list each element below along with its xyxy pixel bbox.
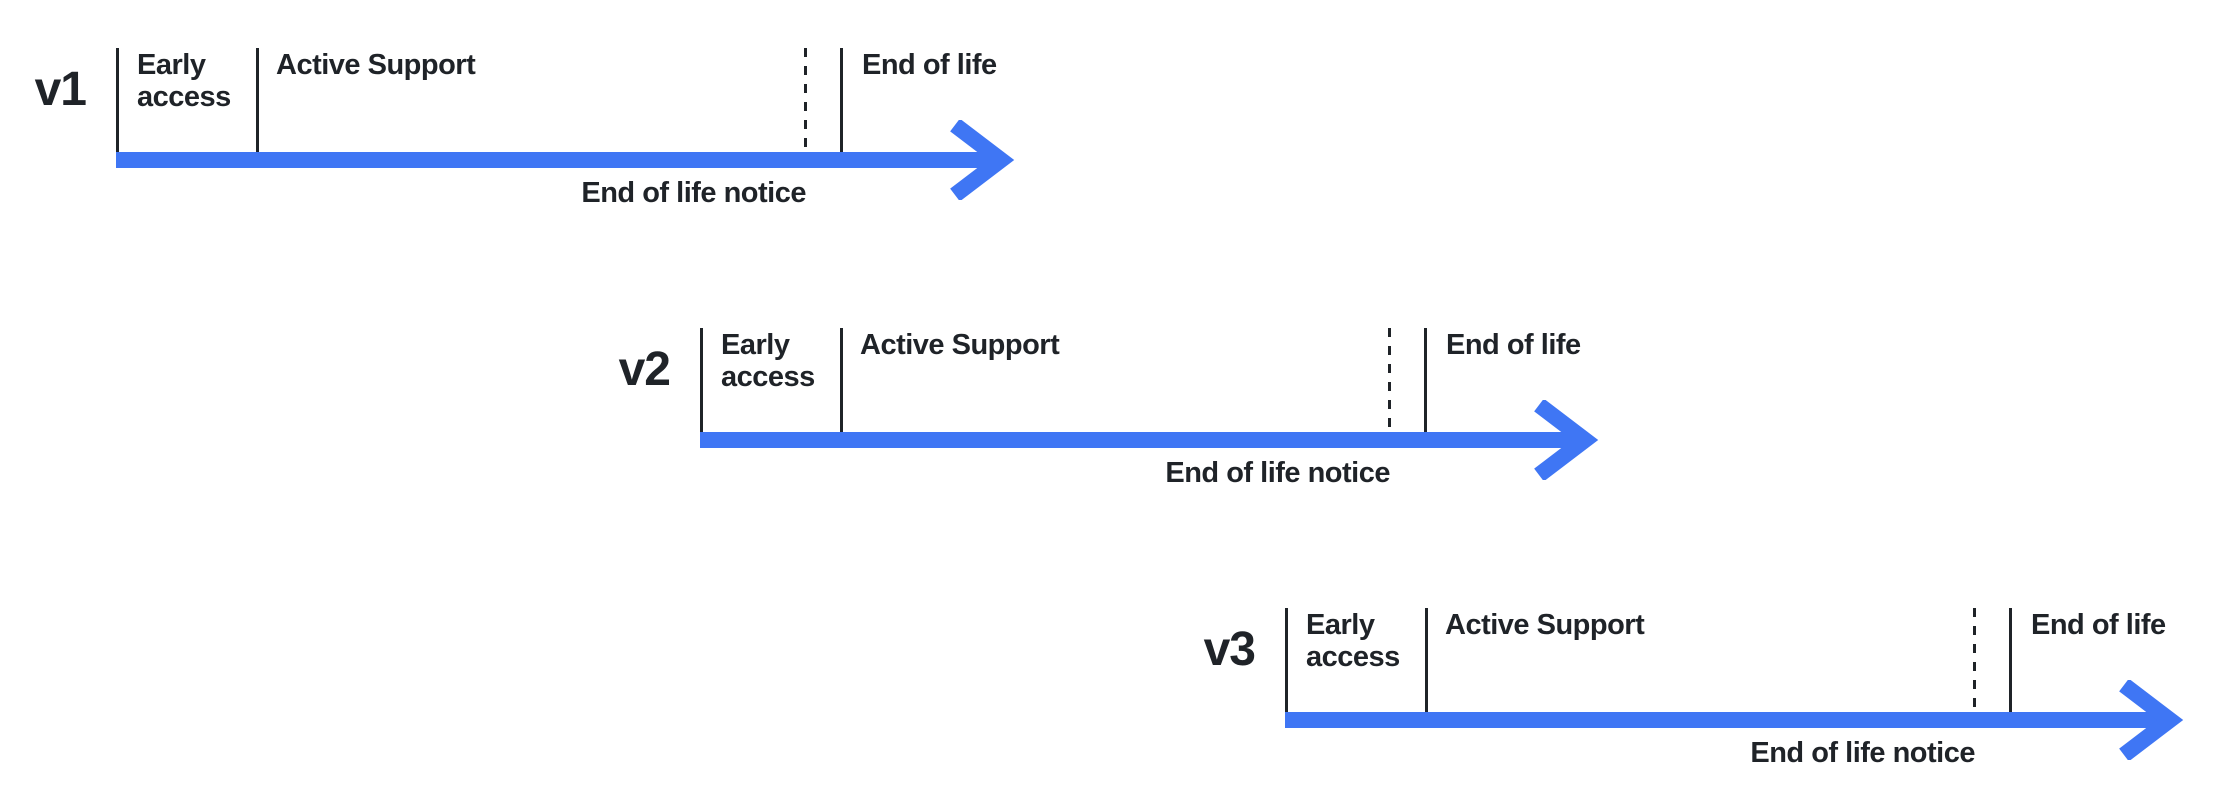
- end-of-life-label: End of life: [1446, 329, 1581, 361]
- timeline-v2: v2 Early access Active Support End of li…: [619, 328, 1599, 489]
- end-of-life-tick: [840, 48, 843, 152]
- end-of-life-notice-tick: [1973, 608, 1976, 712]
- end-of-life-label: End of life: [2031, 609, 2166, 641]
- early-access-label: Early access: [1306, 609, 1400, 673]
- version-label: v2: [618, 343, 671, 396]
- end-of-life-notice-label: End of life notice: [1750, 737, 1975, 769]
- end-of-life-notice-label: End of life notice: [1165, 457, 1390, 489]
- timeline-arrow: [1285, 680, 2184, 760]
- end-of-life-label: End of life: [862, 49, 997, 81]
- active-support-start-tick: [840, 328, 843, 432]
- version-label: v1: [34, 63, 87, 116]
- end-of-life-notice-tick: [1388, 328, 1391, 432]
- active-support-label: Active Support: [860, 329, 1060, 361]
- end-of-life-tick: [2009, 608, 2012, 712]
- end-of-life-tick: [1424, 328, 1427, 432]
- early-access-start-tick: [1285, 608, 1288, 712]
- early-access-label: Early access: [137, 49, 231, 113]
- active-support-label: Active Support: [276, 49, 476, 81]
- end-of-life-notice-label: End of life notice: [581, 177, 806, 209]
- early-access-start-tick: [700, 328, 703, 432]
- active-support-start-tick: [256, 48, 259, 152]
- end-of-life-notice-tick: [804, 48, 807, 152]
- active-support-start-tick: [1425, 608, 1428, 712]
- timeline-v3: v3 Early access Active Support End of li…: [1204, 608, 2184, 769]
- early-access-start-tick: [116, 48, 119, 152]
- timeline-arrow: [116, 120, 1015, 200]
- active-support-label: Active Support: [1445, 609, 1645, 641]
- version-label: v3: [1203, 623, 1256, 676]
- timeline-arrow: [700, 400, 1599, 480]
- timeline-v1: v1 Early access Active Support End of li…: [35, 48, 1015, 209]
- early-access-label: Early access: [721, 329, 815, 393]
